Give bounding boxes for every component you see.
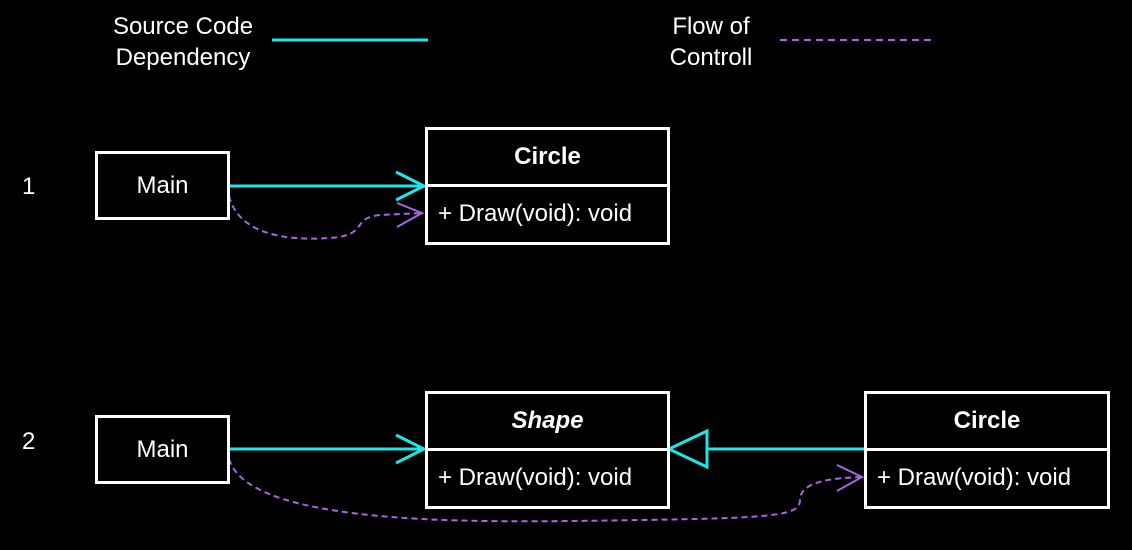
d2-inheritance-arrowhead: [665, 428, 709, 470]
legend-flow-label: Flow of Controll: [669, 13, 753, 71]
d2-dependency-arrowhead: [395, 433, 428, 465]
d2-circle-class: Circle + Draw(void): void: [864, 391, 1110, 509]
d1-circle-class: Circle + Draw(void): void: [425, 127, 670, 245]
d1-main-box: Main: [95, 151, 230, 220]
d1-flow-arrow: [228, 195, 423, 240]
d2-flow-arrow: [228, 458, 863, 523]
d2-circle-class-name: Circle: [867, 394, 1107, 451]
d2-flow-arrowhead: [836, 464, 865, 492]
d1-circle-class-name: Circle: [428, 130, 667, 187]
d2-main-box: Main: [95, 415, 230, 484]
d2-main-label: Main: [136, 435, 189, 463]
diagram-1-number: 1: [22, 173, 36, 200]
d2-shape-operation: + Draw(void): void: [438, 464, 633, 491]
legend-dependency-label: Source Code Dependency: [112, 13, 254, 71]
d1-main-label: Main: [136, 171, 189, 199]
d2-shape-interface-name: Shape: [428, 394, 667, 451]
d1-dependency-arrowhead: [395, 170, 428, 202]
d2-shape-interface: Shape + Draw(void): void: [425, 391, 670, 509]
d2-circle-operation: + Draw(void): void: [877, 464, 1072, 491]
d1-circle-operation: + Draw(void): void: [438, 200, 633, 227]
d1-flow-arrowhead: [396, 202, 425, 228]
diagram-2-number: 2: [22, 428, 36, 455]
